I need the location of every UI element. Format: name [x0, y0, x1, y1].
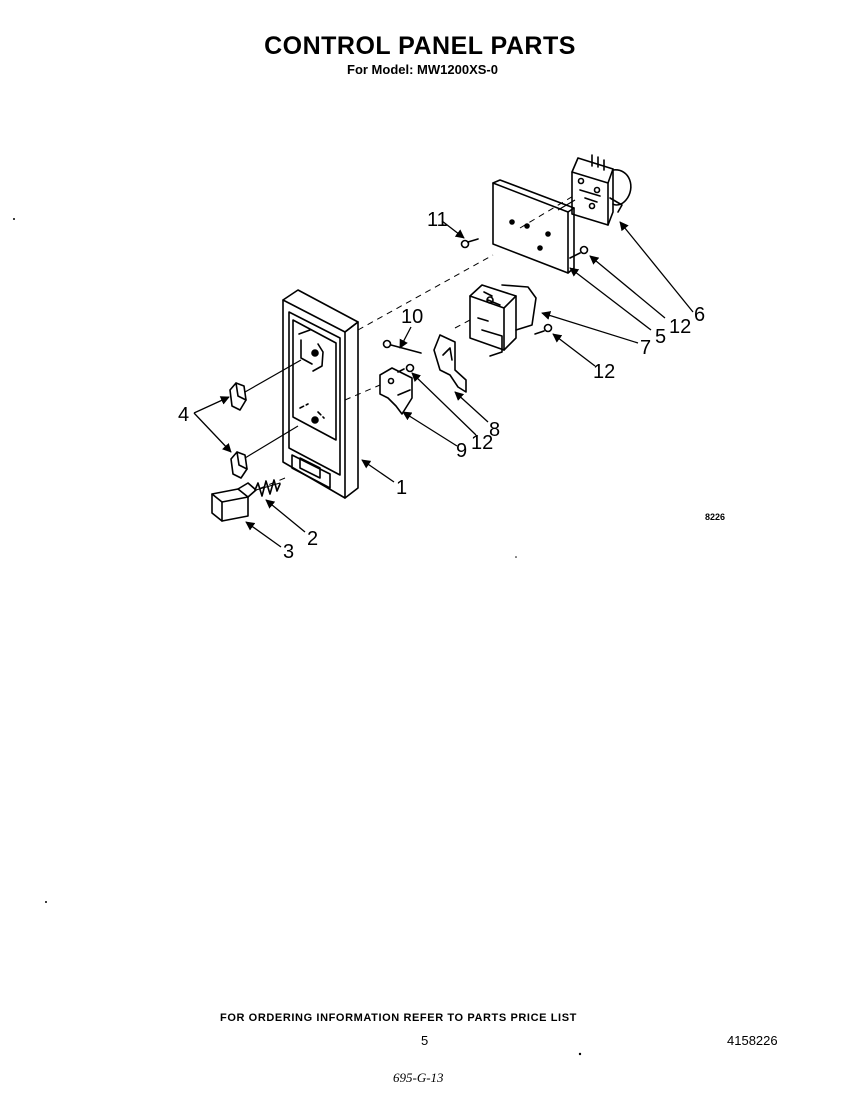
leader-7: [541, 311, 639, 344]
leader-8: [454, 391, 489, 423]
leader-2: [265, 499, 306, 533]
callout-2: 2: [307, 528, 318, 550]
leader-1: [361, 459, 395, 483]
callout-1: 1: [396, 477, 407, 499]
callout-6: 6: [694, 304, 705, 326]
screw-10: [382, 339, 422, 354]
push-button-part: [211, 482, 257, 522]
leader-4b: [193, 412, 232, 453]
callout-12-lower: 12: [471, 432, 493, 454]
figure-code: 8226: [705, 512, 725, 522]
leader-4a: [193, 396, 230, 414]
leader-12b: [552, 333, 596, 367]
switch-bracket: [433, 334, 467, 393]
callout-9: 9: [456, 440, 467, 462]
assembly-line-g: [244, 359, 302, 393]
leader-5: [569, 267, 652, 331]
assembly-line-b: [344, 384, 381, 401]
knob-lower: [230, 451, 248, 479]
lever-part: [379, 367, 413, 415]
callout-3: 3: [283, 541, 294, 563]
model-subtitle: For Model: MW1200XS-0: [347, 62, 498, 77]
callout-7: 7: [640, 337, 651, 359]
page-number: 5: [421, 1033, 429, 1048]
screw-12-c: [397, 363, 415, 373]
callout-11: 11: [427, 209, 448, 231]
screw-12-b: [534, 323, 553, 335]
knob-upper: [229, 382, 247, 411]
switch-assembly: [469, 284, 537, 357]
control-panel-frame: [282, 289, 359, 499]
page-title: CONTROL PANEL PARTS: [264, 32, 576, 60]
leader-12c: [411, 372, 477, 436]
assembly-line-f: [557, 199, 576, 211]
callout-12-middle: 12: [593, 361, 615, 383]
leader-10: [399, 326, 412, 349]
callout-5: 5: [655, 326, 666, 348]
mounting-plate: [492, 179, 575, 274]
assembly-line-e: [255, 477, 286, 491]
callout-12-upper: 12: [669, 316, 691, 338]
assembly-line-h: [244, 425, 299, 459]
assembly-line-a: [357, 254, 494, 331]
ordering-note: FOR ORDERING INFORMATION REFER TO PARTS …: [220, 1012, 577, 1024]
callout-4: 4: [178, 404, 189, 426]
spring-part: [254, 479, 281, 497]
document-number: 4158226: [727, 1033, 778, 1048]
leader-11: [441, 220, 465, 239]
screw-11: [460, 238, 479, 249]
leader-12a: [589, 255, 666, 319]
callout-8: 8: [489, 419, 500, 441]
leader-9: [402, 411, 458, 447]
callout-10: 10: [401, 306, 423, 328]
assembly-line-d: [454, 319, 471, 329]
leader-3: [245, 521, 282, 548]
handwritten-note: 695-G-13: [393, 1070, 444, 1085]
leader-6: [619, 221, 694, 313]
timer-assembly: [571, 154, 632, 226]
screw-12-a: [569, 245, 589, 259]
